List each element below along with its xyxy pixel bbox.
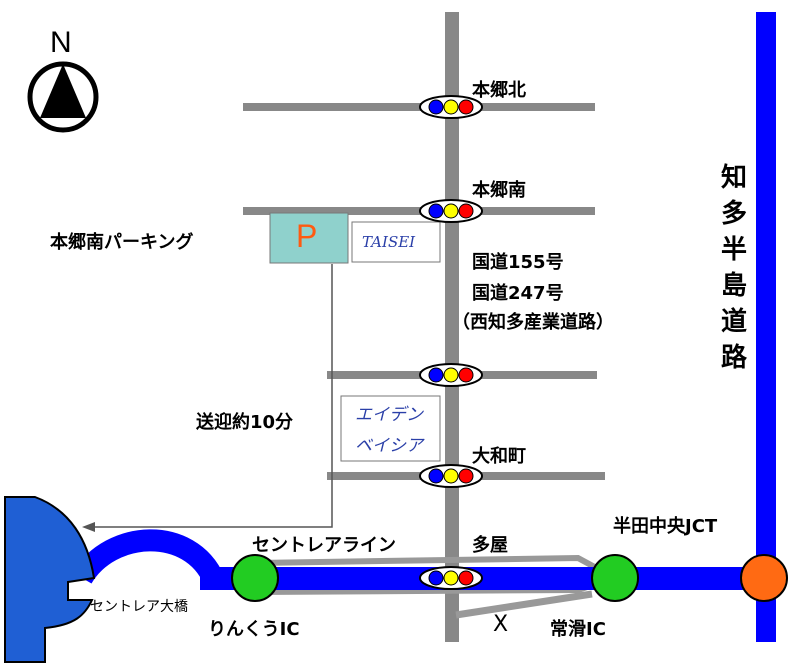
- traffic-light-icon: [419, 199, 483, 223]
- rinku-ic-label: りんくうIC: [208, 619, 300, 640]
- centrair-bridge: [72, 529, 225, 586]
- handa-jct-label: 半田中央JCT: [613, 516, 718, 537]
- x-mark-label: X: [493, 612, 509, 637]
- route-247-label: 国道247号: [472, 283, 564, 304]
- tokoname-ic-marker: [591, 554, 639, 602]
- road-tokoname: [455, 590, 593, 619]
- hongo-minami-label: 本郷南: [472, 180, 526, 201]
- traffic-light-icon: [419, 363, 483, 387]
- traffic-light-icon: [419, 95, 483, 119]
- handa-jct-marker: [740, 554, 788, 602]
- shuttle-time-label: 送迎約10分: [196, 412, 294, 433]
- bridge-label: セントレア大橋: [90, 599, 188, 615]
- taisei-box: [351, 221, 441, 263]
- traffic-light-icon: [419, 464, 483, 488]
- hongo-kita-label: 本郷北: [472, 80, 526, 101]
- beisia-label: ベイシア: [355, 436, 423, 456]
- taisei-label: TAISEI: [362, 233, 416, 251]
- parking-symbol-label: P: [296, 218, 318, 254]
- arrow-head-icon: [82, 522, 95, 532]
- yamato-label: 大和町: [472, 446, 526, 467]
- eiden-beisia-box: [340, 395, 441, 462]
- rinku-ic-marker: [231, 554, 279, 602]
- north-compass-icon: [27, 61, 99, 133]
- shuttle-route-line: [88, 264, 333, 528]
- parking-name-label: 本郷南パーキング: [50, 232, 194, 253]
- centrair-line-expressway: [200, 567, 780, 590]
- chita-hanto-road-label: 知多半島道路: [720, 163, 747, 373]
- eiden-label: エイデン: [355, 405, 423, 425]
- taya-label: 多屋: [472, 535, 508, 556]
- tokoname-ic-label: 常滑IC: [550, 619, 606, 640]
- traffic-light-icon: [419, 566, 483, 590]
- route-155-label: 国道155号: [472, 252, 564, 273]
- airport-island: [4, 496, 96, 663]
- compass-north-label: N: [50, 26, 72, 59]
- centrair-line-label: セントレアライン: [252, 535, 396, 556]
- nishi-chita-label: （西知多産業道路）: [452, 312, 614, 333]
- chita-hanto-expressway: [756, 12, 776, 642]
- parking-box: [269, 212, 349, 264]
